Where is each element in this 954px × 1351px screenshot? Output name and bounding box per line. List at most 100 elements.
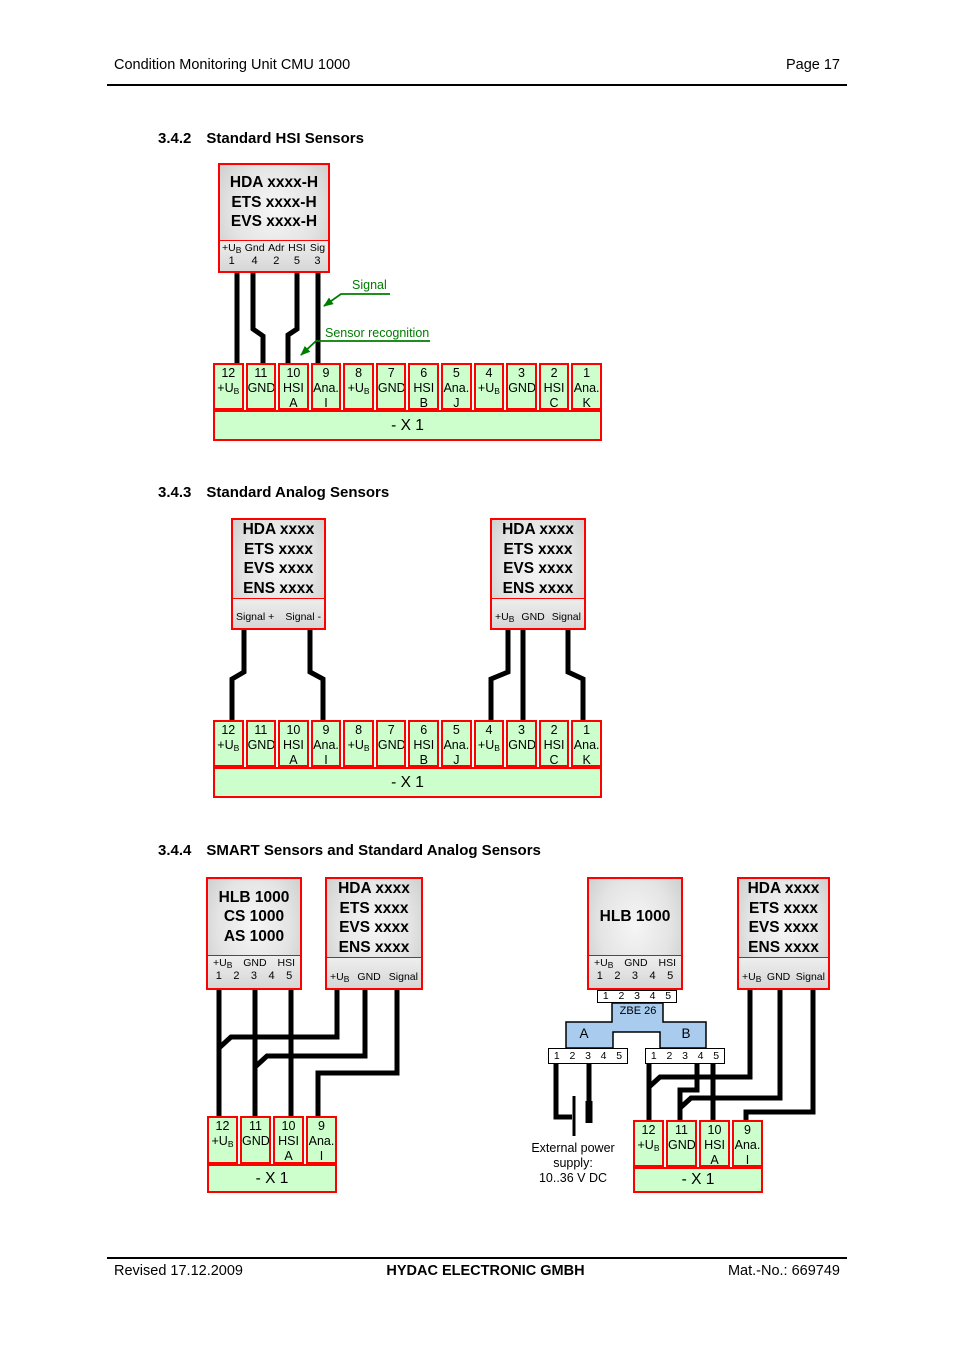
sensor-pin-label: Signal [795,971,825,983]
terminal-cell-number: 11 [675,1123,688,1137]
text-line: External power [531,1141,615,1155]
text-line: 10..36 V DC [538,1170,608,1185]
wire-signal [743,988,816,1123]
sensor-pin-number: 5 [293,255,300,267]
connector-pin-number: 3 [682,1049,688,1062]
sensor-pin: Adr 2 [268,242,285,267]
terminal-cell: 9 Ana. I [306,1116,337,1164]
connector-pin-number: 2 [614,970,621,982]
terminal-cell-label: HSI [278,1133,299,1148]
terminal-cell-number: 3 [518,366,525,380]
sensor-pin-number-row: 1 2 3 4 5 [210,970,298,982]
terminal-cell-label: Ana. [313,380,339,395]
connector-pin-number: 4 [600,1049,607,1062]
terminal-cell-number: 4 [485,366,493,380]
section-title: SMART Sensors and Standard Analog Sensor… [206,842,541,859]
connector-pin-number: 1 [602,990,609,1003]
terminal-cell: 6 HSI B [408,720,440,767]
terminal-cell-label: GND [377,737,406,752]
connector-pin-number: 5 [665,990,672,1003]
sensor-box-analog-3wire: HDA xxxx ETS xxxx EVS xxxx ENS xxxx +UB … [325,877,423,990]
sensor-box-hsi: HDA xxxx-H ETS xxxx-H EVS xxxx-H +UB 1 G… [218,163,330,273]
sensor-model-line: ETS xxxx [749,899,818,917]
section-number: 3.4.4 [158,842,192,859]
terminal-cell-label: Ana. [313,737,339,752]
sensor-box-hlb1000: HLB 1000 +UB GND HSI 1 2 3 4 5 [587,877,683,990]
terminal-cell: 10 HSI A [699,1120,730,1167]
terminal-cell: 12 +UB [633,1120,664,1167]
terminal-cell: 10 HSI A [278,720,309,767]
sensor-pin-label: GND [243,957,267,969]
terminal-cell: 4 +UB [473,363,505,410]
terminal-cell: 4 +UB [473,720,505,767]
wire-signal-plus [229,628,247,723]
sensor-pin-label: GND [624,957,648,969]
section-title: Standard HSI Sensors [206,130,364,147]
terminal-cell-number: 7 [387,366,395,380]
sensor-pin-label: GND [357,971,381,983]
terminal-cell-number: 9 [744,1123,751,1137]
sensor-model-list: HDA xxxx ETS xxxx EVS xxxx ENS xxxx [492,520,584,598]
text-line: supply: [553,1155,593,1170]
sensor-pin-area: +UB GND Signal [739,957,828,988]
sensor-pin-row: +UB 1 Gnd 4 Adr 2 HSI 5 Sig 3 [222,242,326,267]
sensor-box-analog-3wire: HDA xxxx ETS xxxx EVS xxxx ENS xxxx +UB … [737,877,830,990]
connector-pin-number: 2 [233,970,240,982]
terminal-cell: 8 +UB [343,720,374,767]
terminal-cell-number: 8 [355,366,363,380]
sensor-pin-label: Signal + [236,611,275,623]
sensor-model-line: ENS xxxx [748,938,819,956]
sensor-model-line: HLB 1000 [218,888,290,906]
wire-hsi [285,271,300,366]
terminal-cell-label: +UB [217,737,240,753]
terminal-cell-number: 7 [387,723,395,737]
connector-pin-number: 4 [649,990,656,1003]
sensor-model-line: HDA xxxx-H [229,174,319,192]
terminal-cell: 3 GND [506,720,537,767]
annotation-arrow-sensor-recognition [300,340,430,356]
terminal-cell: 11 GND [240,1116,271,1164]
terminal-cell-label: +UB [211,1133,234,1149]
terminal-cell-number: 4 [485,723,493,737]
terminal-cell-sublabel: B [419,396,428,410]
terminal-cell: 11 GND [245,720,277,767]
terminal-cell-label: +UB [637,1137,660,1153]
wire-signal [565,628,586,723]
terminal-cell-label: Ana. [573,380,600,395]
zbe-branch-b-label: B [681,1026,691,1041]
sensor-model-line: ENS xxxx [338,938,410,956]
wire-gnd [677,1064,700,1123]
terminal-cell-sublabel: I [745,1153,750,1167]
terminal-block-x1-label: - X 1 [213,410,602,441]
terminal-cell: 6 HSI B [408,363,440,410]
terminal-cell: 12 +UB [207,1116,238,1164]
zbe-26-label: ZBE 26 [619,1005,657,1017]
terminal-cell: 10 HSI A [278,363,309,410]
sensor-pin-label: HSI [658,957,676,969]
sensor-pin-label: Signal - [285,611,321,623]
terminal-cell-sublabel: C [549,753,559,767]
sensor-pin-label: +UB [742,971,762,984]
terminal-strip-x1: 12 +UB 11 GND 10 HSI A 9 Ana. I [207,1116,337,1164]
sensor-pin-label: HSI [277,957,295,969]
footer-rule [107,1257,847,1259]
sensor-model-line: EVS xxxx [243,560,314,578]
terminal-cell-label: Ana. [308,1133,335,1148]
document-title: Condition Monitoring Unit CMU 1000 [114,57,351,73]
wire-signal [315,988,400,1119]
terminal-cell-label: +UB [347,737,370,753]
sensor-pin-label: +UB [330,971,350,984]
terminal-cell-number: 12 [641,1123,656,1137]
terminal-cell-number: 5 [452,366,460,380]
sensor-model-list: HDA xxxx ETS xxxx EVS xxxx ENS xxxx [233,520,324,598]
sensor-model-line: HLB 1000 [599,908,671,926]
sensor-pin-area: +UB GND Signal [327,957,421,988]
terminal-cell: 1 Ana. K [571,720,602,767]
sensor-pin: +UB 1 [222,242,241,267]
terminal-cell: 9 Ana. I [732,1120,763,1167]
terminal-cell-number: 5 [452,723,460,737]
sensor-pin-label: +UB [594,957,614,970]
sensor-pin-area: +UB GND Signal [492,598,584,628]
